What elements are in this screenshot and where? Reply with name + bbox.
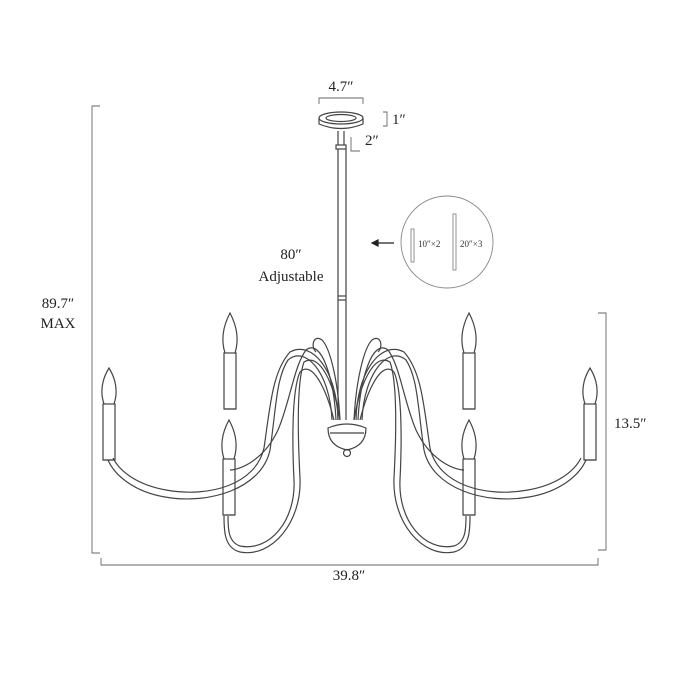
body-height-dim xyxy=(598,312,607,551)
width-label: 39.8″ xyxy=(332,568,366,584)
canopy xyxy=(318,111,364,130)
rod xyxy=(335,131,347,420)
canopy-height-dim xyxy=(383,111,388,127)
canopy-height-label: 1″ xyxy=(392,112,406,128)
canopy-width-label: 4.7″ xyxy=(328,79,354,95)
arms xyxy=(107,337,587,554)
width-dim xyxy=(100,558,599,566)
total-height-label: 89.7″ xyxy=(41,296,75,312)
long-rod-label: 20″×3 xyxy=(460,239,483,249)
rod-detail-circle xyxy=(400,195,494,289)
rod-length-label: 80″ xyxy=(280,247,302,263)
candle-back-right xyxy=(461,311,477,410)
candle-front-left xyxy=(221,418,237,516)
candle-back-left xyxy=(222,311,238,410)
arrow xyxy=(370,239,394,247)
rod-adjustable-label: Adjustable xyxy=(258,269,324,285)
stem-gap-label: 2″ xyxy=(365,133,379,149)
canopy-width-dim xyxy=(318,97,364,104)
total-height-max-label: MAX xyxy=(40,316,76,332)
candle-far-left xyxy=(101,366,117,461)
center-bowl xyxy=(327,423,367,458)
stem-gap-dim xyxy=(350,137,360,152)
candle-far-right xyxy=(582,366,598,461)
total-height-dim xyxy=(91,105,100,554)
body-height-label: 13.5″ xyxy=(614,416,647,432)
candle-front-right xyxy=(461,418,477,516)
short-rod-label: 10″×2 xyxy=(418,239,441,249)
